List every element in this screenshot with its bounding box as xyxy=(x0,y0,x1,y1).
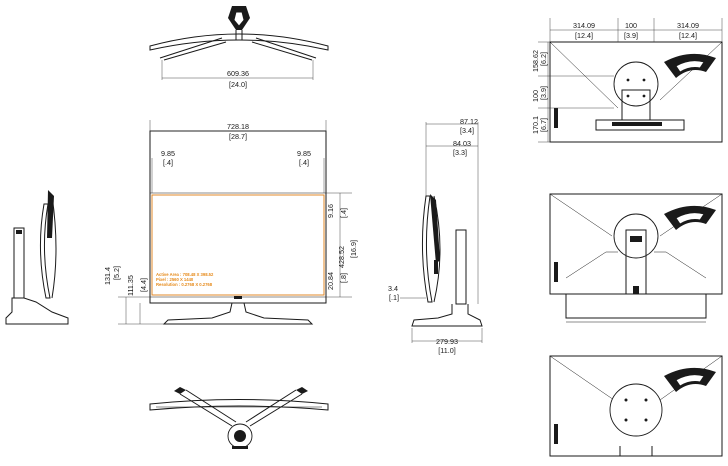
dim-rear-right: 314.09 xyxy=(677,21,699,30)
dim-base-depth-in: [11.0] xyxy=(438,346,455,355)
dim-rear-left-in: [12.4] xyxy=(575,31,593,40)
dim-rear-bottom-in: [6.7] xyxy=(539,118,548,132)
dim-chin-in: [.8] xyxy=(339,273,348,283)
dim-stand-width-in: [24.0] xyxy=(229,80,247,89)
dim-base-depth: 279.93 xyxy=(436,337,458,346)
rear-view-middle xyxy=(549,193,723,323)
dim-bezel-top: 9.16 xyxy=(326,204,335,218)
top-view: 609.36 [24.0] xyxy=(149,6,329,89)
dim-panel-height: 428.52 xyxy=(337,246,346,268)
dim-bezel-left-in: [.4] xyxy=(163,158,173,167)
dim-rear-top-in: [6.2] xyxy=(539,52,548,66)
right-side-view: 87.12 [3.4] 84.03 [3.3] 3.4 [.1] 279.93 … xyxy=(388,117,483,355)
dim-bezel-right: 9.85 xyxy=(297,149,311,158)
dim-screen-bottom-in: [4.4] xyxy=(139,278,148,292)
screen-note-pixel: Pixel : 2560 X 1440 xyxy=(156,277,194,282)
rear-view-top: 314.09 [12.4] 100 [3.9] 314.09 [12.4] 15… xyxy=(531,18,723,143)
dim-rear-top: 158.62 xyxy=(531,50,540,72)
dim-stand-height: 131.4 xyxy=(103,267,112,285)
dim-panel-height-in: [16.9] xyxy=(349,240,358,258)
dim-bezel-top-in: [.4] xyxy=(339,208,348,218)
screen-note-active-area: Active Area : 708.48 X 398.52 xyxy=(156,272,214,277)
dim-chin: 20.84 xyxy=(326,272,335,290)
dim-depth-panel: 84.03 xyxy=(453,139,471,148)
dim-foot-offset: 3.4 xyxy=(388,284,398,293)
dim-depth-top: 87.12 xyxy=(460,117,478,126)
screen-note-resolution: Resolution : 0.2768 X 0.2768 xyxy=(156,282,213,287)
dim-screen-bottom: 111.35 xyxy=(126,275,135,296)
bottom-view xyxy=(149,387,329,449)
dim-rear-left: 314.09 xyxy=(573,21,595,30)
dim-rear-center: 100 xyxy=(625,21,637,30)
dim-bezel-left: 9.85 xyxy=(161,149,175,158)
dim-rear-vesa-in: [3.9] xyxy=(539,86,548,100)
dim-depth-top-in: [3.4] xyxy=(460,126,474,135)
dim-rear-vesa: 100 xyxy=(531,90,540,102)
dim-bezel-right-in: [.4] xyxy=(299,158,309,167)
dim-rear-bottom: 170.1 xyxy=(531,116,540,134)
dim-foot-offset-in: [.1] xyxy=(389,293,399,302)
left-side-view xyxy=(5,190,69,325)
front-view: Active Area : 708.48 X 398.52 Pixel : 25… xyxy=(103,120,358,325)
dim-overall-width-in: [28.7] xyxy=(229,132,247,141)
dim-overall-width: 728.18 xyxy=(227,122,249,131)
dim-stand-width: 609.36 xyxy=(227,69,249,78)
dim-stand-height-in: [5.2] xyxy=(112,266,121,280)
dim-rear-center-in: [3.9] xyxy=(624,31,638,40)
dim-depth-panel-in: [3.3] xyxy=(453,148,467,157)
dim-rear-right-in: [12.4] xyxy=(679,31,697,40)
rear-view-bottom xyxy=(549,355,723,457)
